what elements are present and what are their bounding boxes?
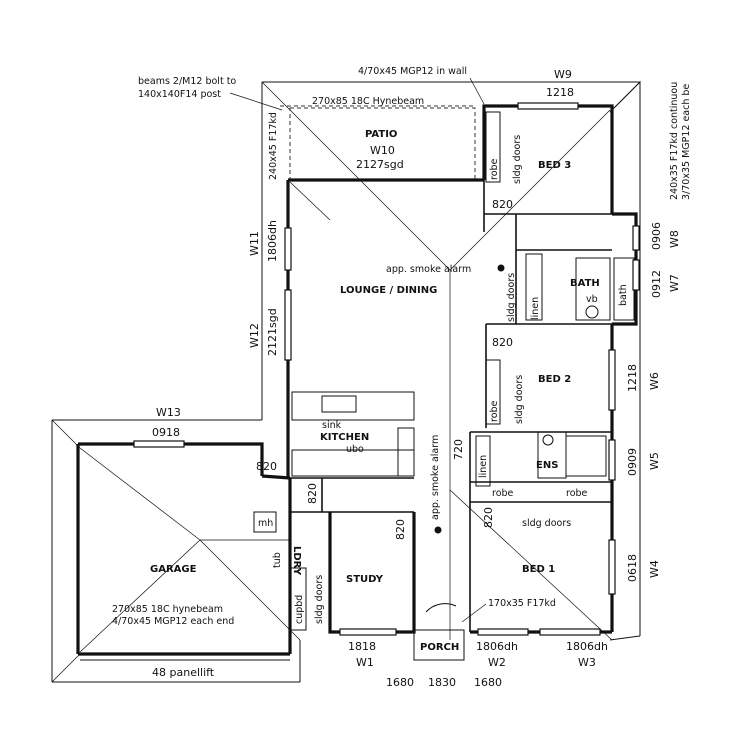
note-linen-1: linen	[530, 297, 541, 320]
room-bath: BATH	[570, 278, 600, 289]
internal-walls	[253, 111, 635, 661]
door-ens: 720	[452, 439, 465, 460]
note-mgp-each: 3/70x35 MGP12 each be	[681, 84, 692, 200]
note-smoke-1: app. smoke alarm	[386, 264, 471, 275]
dim-left: 1680	[386, 676, 414, 689]
window-w9: W9	[554, 68, 572, 81]
window-w12: W12	[248, 323, 261, 348]
note-robe-2: robe	[489, 400, 500, 422]
door-bed2: 820	[492, 336, 513, 349]
window-w5-size: 0909	[626, 448, 639, 476]
window-w4-size: 0618	[626, 554, 639, 582]
room-lounge: LOUNGE / DINING	[340, 285, 437, 296]
note-beams-1: beams 2/M12 bolt to	[138, 76, 236, 87]
roof-outline	[51, 81, 642, 683]
door-study: 820	[394, 519, 407, 540]
note-sldg-2: sldg doors	[506, 273, 517, 322]
dim-mid: 1830	[428, 676, 456, 689]
note-tub: tub	[272, 552, 283, 568]
window-w5: W5	[648, 452, 661, 470]
window-w7: W7	[668, 274, 681, 292]
note-hynebeam-top: 270x85 18C Hynebeam	[312, 96, 424, 107]
window-w6-size: 1218	[626, 364, 639, 392]
note-ubo: ubo	[346, 444, 364, 455]
note-f17kd-cont: 240x35 F17kd continuou	[669, 82, 680, 200]
note-garage-beam-2: 4/70x45 MGP12 each end	[112, 616, 234, 627]
window-w11-size: 1806dh	[266, 220, 279, 262]
door-ldry: 820	[306, 483, 319, 504]
window-labels: W9 1218 W10 2127sgd W11 1806dh W12 2121s…	[152, 68, 681, 669]
room-ldry: LDRY	[291, 546, 302, 576]
room-bed2: BED 2	[538, 374, 571, 385]
note-bath-fixture: bath	[618, 284, 629, 306]
note-sldg-4: sldg doors	[522, 518, 571, 529]
note-beams-2: 140x140F14 post	[138, 89, 221, 100]
room-kitchen: KITCHEN	[320, 432, 369, 443]
room-garage: GARAGE	[150, 564, 197, 575]
window-w13: W13	[156, 406, 181, 419]
note-sldg-3: sldg doors	[514, 375, 525, 424]
note-porch-beam: 170x35 F17kd	[488, 598, 556, 609]
note-linen-2: linen	[478, 455, 489, 478]
window-w3: W3	[578, 656, 596, 669]
window-w6: W6	[648, 372, 661, 390]
window-w13-size: 0918	[152, 426, 180, 439]
windows	[80, 102, 640, 661]
note-mh: mh	[258, 518, 273, 529]
window-w7-size: 0912	[650, 270, 663, 298]
room-bed1: BED 1	[522, 564, 555, 575]
room-patio: PATIO	[365, 129, 397, 140]
window-w1: W1	[356, 656, 374, 669]
room-labels: PATIO BED 3 LOUNGE / DINING BATH BED 2 K…	[150, 129, 600, 653]
door-labels: 820 820 820 820 820 820 720	[256, 198, 513, 540]
window-w3-size: 1806dh	[566, 640, 608, 653]
note-sink: sink	[322, 420, 342, 431]
window-w1-size: 1818	[348, 640, 376, 653]
room-bed3: BED 3	[538, 160, 571, 171]
note-robe-1: robe	[489, 158, 500, 180]
window-w2: W2	[488, 656, 506, 669]
window-w8: W8	[668, 230, 681, 248]
window-w12-size: 2121sgd	[266, 308, 279, 356]
patio-outline	[280, 105, 476, 181]
window-w9-size: 1218	[546, 86, 574, 99]
door-bed3: 820	[492, 198, 513, 211]
note-f17kd-side: 240x45 F17kd	[268, 112, 279, 180]
note-sldg-1: sldg doors	[512, 135, 523, 184]
window-w11: W11	[248, 231, 261, 256]
note-robe-3: robe	[492, 488, 514, 499]
room-study: STUDY	[346, 574, 384, 585]
bottom-dimensions: 1680 1830 1680	[386, 676, 502, 689]
note-vb: vb	[586, 294, 598, 305]
notes: beams 2/M12 bolt to 140x140F14 post 270x…	[112, 66, 692, 679]
door-kitchen: 820	[256, 460, 277, 473]
note-sldg-5: sldg doors	[314, 575, 325, 624]
dim-right: 1680	[474, 676, 502, 689]
room-porch: PORCH	[420, 642, 459, 653]
note-robe-4: robe	[566, 488, 588, 499]
note-garage-beam-1: 270x85 18C hynebeam	[112, 604, 223, 615]
note-mgp-wall: 4/70x45 MGP12 in wall	[358, 66, 467, 77]
room-ens: ENS	[536, 460, 558, 471]
window-w2-size: 1806dh	[476, 640, 518, 653]
window-w10: W10	[370, 144, 395, 157]
window-w8-size: 0906	[650, 222, 663, 250]
door-bed1: 820	[482, 507, 495, 528]
note-panellift: 48 panellift	[152, 666, 215, 679]
window-w4: W4	[648, 560, 661, 578]
note-smoke-2: app. smoke alarm	[430, 435, 441, 520]
note-cupbd: cupbd	[294, 595, 305, 624]
window-w10-size: 2127sgd	[356, 158, 404, 171]
